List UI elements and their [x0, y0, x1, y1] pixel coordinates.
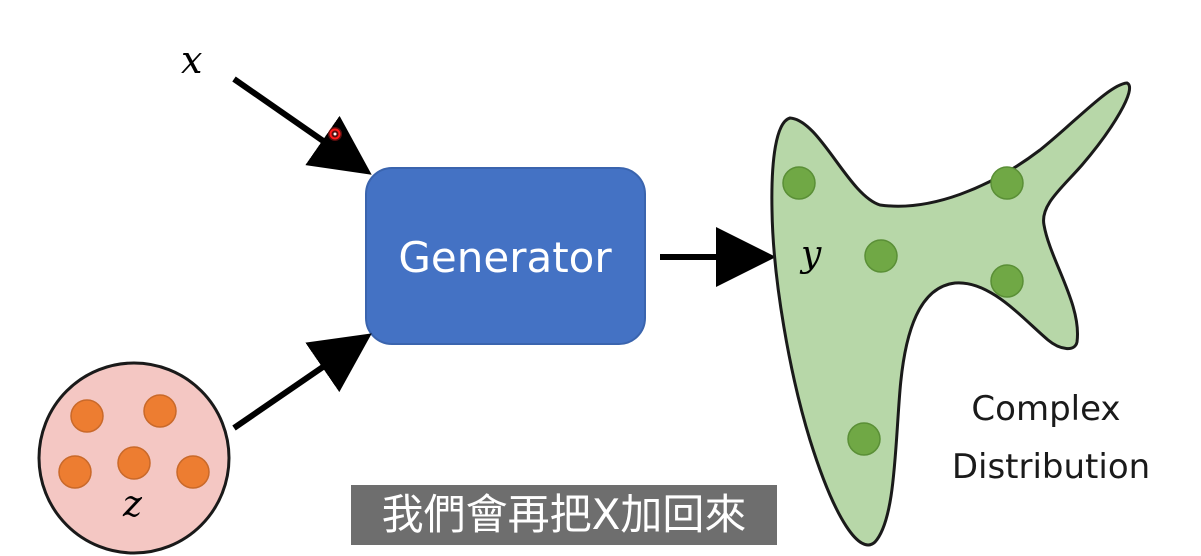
arrow-z-to-generator: [232, 333, 372, 431]
input-x-label: x: [181, 38, 202, 82]
y-dot: [782, 166, 816, 200]
z-dot: [58, 455, 92, 489]
laser-pointer-icon: [328, 127, 342, 141]
z-dot: [70, 399, 104, 433]
y-dot: [864, 239, 898, 273]
z-dot: [143, 394, 177, 428]
distribution-sample-dots: [782, 166, 1024, 456]
generator-box: [365, 167, 646, 345]
arrow-x-to-generator: [232, 76, 372, 175]
input-z-label: z: [122, 484, 143, 525]
z-dot: [117, 446, 151, 480]
z-sample-dots: [58, 394, 210, 489]
output-y-label: y: [799, 234, 822, 275]
z-dot: [176, 455, 210, 489]
y-dot: [990, 264, 1024, 298]
distribution-label-line2: Distribution: [952, 447, 1150, 487]
generator-label: Generator: [398, 233, 612, 282]
distribution-label-line1: Complex: [971, 389, 1120, 429]
y-dot: [990, 166, 1024, 200]
video-subtitle: 我們會再把X加回來: [351, 485, 777, 545]
y-dot: [847, 422, 881, 456]
